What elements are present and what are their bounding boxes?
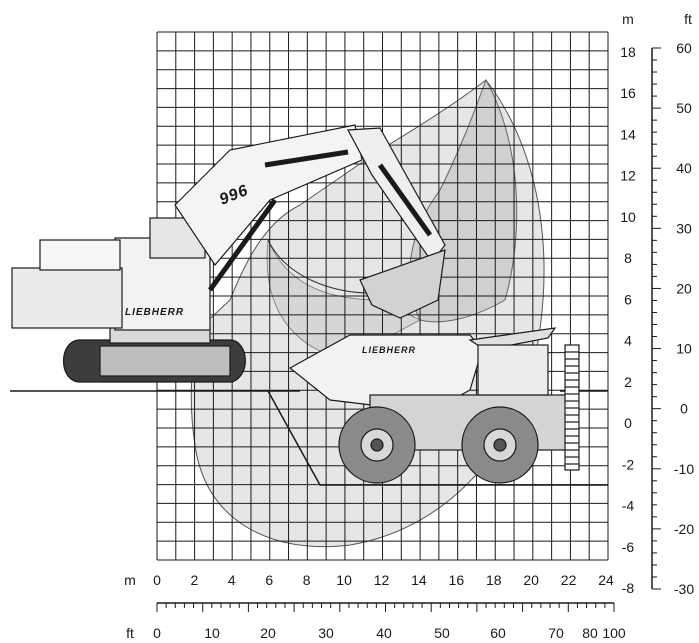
stick-cylinder (264, 149, 349, 168)
y-axis-ft-tick-label: 50 (676, 100, 692, 116)
boom (174, 124, 363, 266)
bucket (359, 249, 446, 319)
x-axis-m-tick-label: 0 (153, 572, 161, 588)
y-axis-m-tick-label: 16 (620, 85, 636, 101)
y-axis-m-tick-label: -8 (622, 580, 635, 596)
unit-label-bottom-m: m (124, 572, 136, 588)
truck-ladder-rungs (565, 351, 579, 465)
x-axis-m-tick-label: 4 (228, 572, 236, 588)
truck-brand: LIEBHERR (362, 345, 416, 355)
x-axis-m-tick-label: 20 (523, 572, 539, 588)
y-axis-m-tick-label: -4 (622, 498, 635, 514)
y-axis-m-tick-label: 14 (620, 126, 636, 142)
y-axis-ft: 60 50 40 30 20 10 0 -10 -20 -30 (651, 40, 694, 597)
x-axis-m-tick-label: 22 (561, 572, 577, 588)
excavator-brand: LIEBHERR (125, 307, 184, 318)
x-axis-ft-tick-label: 80 (582, 625, 598, 641)
y-axis-ft-tick-label: -30 (674, 581, 694, 597)
y-axis-m-tick-label: 0 (624, 415, 632, 431)
x-axis-m-tick-label: 6 (265, 572, 273, 588)
counterweight (11, 267, 123, 329)
y-axis-m-tick-label: 4 (624, 333, 632, 349)
x-axis-ft-tick-label: 100 (602, 625, 626, 641)
y-axis-ft-tick-label: 60 (676, 40, 692, 56)
x-axis-ft-tick-label: 50 (434, 625, 450, 641)
y-axis-m-tick-label: 6 (624, 291, 632, 307)
y-axis-m-tick-label: 8 (624, 250, 632, 266)
excavator: 996 LIEBHERR (11, 124, 446, 383)
y-axis-ft-tick-label: 0 (680, 401, 688, 417)
unit-label-top-ft: ft (684, 11, 692, 27)
x-axis-ft-tick-label: 0 (153, 625, 161, 641)
truck-front-hub-center (493, 438, 507, 452)
x-axis-m-tick-label: 12 (374, 572, 390, 588)
y-axis-ft-tick-label: -20 (674, 521, 694, 537)
y-axis-ft-tick-label: 20 (676, 280, 692, 296)
y-axis-m-tick-label: 12 (620, 168, 636, 184)
track-frame (99, 345, 231, 377)
x-axis-ft-tick-label: 40 (376, 625, 392, 641)
bucket-cylinder (377, 163, 433, 237)
y-axis-ft-tick-label: 40 (676, 160, 692, 176)
y-axis-m-tick-label: 18 (620, 44, 636, 60)
unit-label-bottom-ft: ft (126, 625, 134, 641)
x-axis-m-tick-label: 18 (486, 572, 502, 588)
grid (156, 31, 609, 561)
truck-dump-body (288, 334, 483, 413)
haul-truck: LIEBHERR (288, 327, 580, 484)
boom-cylinder (207, 198, 278, 292)
x-axis-ft-tick-label: 10 (204, 625, 220, 641)
x-axis-m-tick-label: 2 (191, 572, 199, 588)
y-axis-m-tick-label: 10 (620, 209, 636, 225)
x-axis-m-tick-label: 8 (303, 572, 311, 588)
y-axis-ft-tick-label: 30 (676, 220, 692, 236)
y-axis-ft-tick-label: 10 (676, 341, 692, 357)
x-axis-ft-tick-label: 20 (260, 625, 276, 641)
truck-cab (477, 344, 549, 396)
y-axis-m-tick-label: -2 (622, 456, 635, 472)
y-axis-ft-tick-label: -10 (674, 461, 694, 477)
x-axis-m-tick-label: 10 (336, 572, 352, 588)
unit-label-top-m: m (622, 11, 634, 27)
y-axis-m-tick-label: 2 (624, 374, 632, 390)
x-axis-m-tick-label: 14 (411, 572, 427, 588)
engine-housing (39, 239, 121, 271)
x-axis-ft-tick-label: 60 (490, 625, 506, 641)
y-axis-m-labels: 18 16 14 12 10 8 6 4 2 0 -2 -4 -6 -8 (620, 44, 636, 596)
x-axis-ft-tick-label: 70 (548, 625, 564, 641)
x-axis-m-tick-label: 24 (598, 572, 614, 588)
x-axis-ft-tick-label: 30 (318, 625, 334, 641)
truck-rear-hub-center (370, 438, 384, 452)
cab (149, 217, 206, 259)
x-axis-m-tick-label: 16 (449, 572, 465, 588)
y-axis-m-tick-label: -6 (622, 539, 635, 555)
